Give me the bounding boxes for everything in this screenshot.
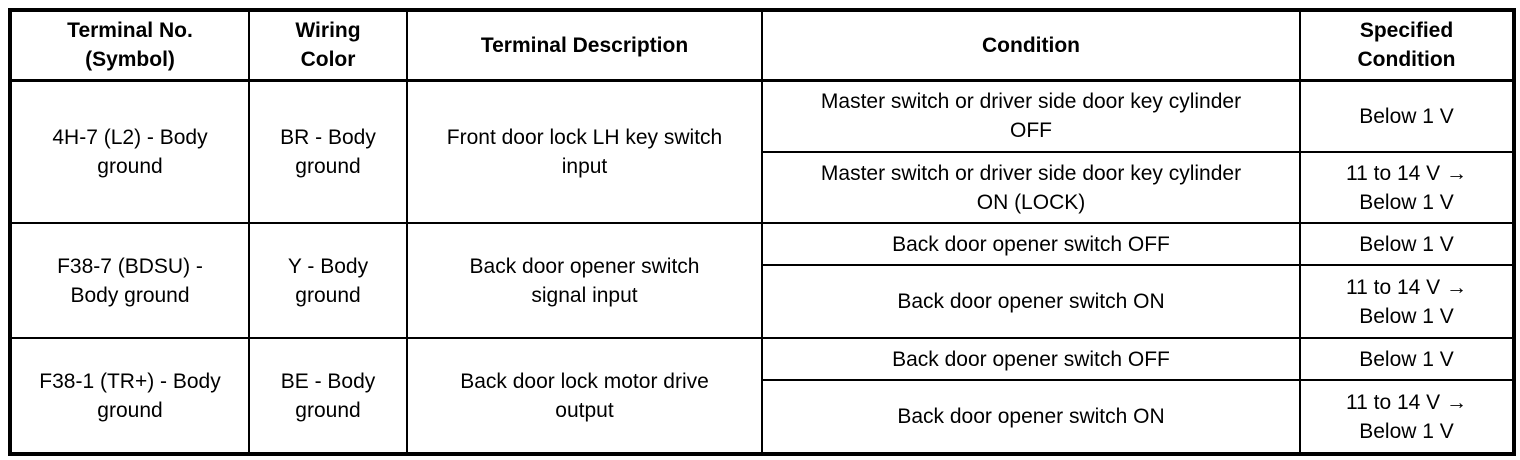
table-row: Master switch or driver side door key cy… [10,151,1515,224]
specified-condition-cell: Below 1 V [1299,79,1515,153]
condition-cell: Back door opener switch OFF [761,222,1301,266]
table-row: 4H-7 (L2) - Body ground BR - Body ground… [9,79,1515,224]
specified-condition-cell: 11 to 14 V → Below 1 V [1299,151,1515,224]
header-terminal-no: Terminal No. (Symbol) [9,9,250,82]
condition-cell: Back door opener switch ON [761,379,1301,455]
terminal-no-cell: F38-7 (BDSU) - Body ground [9,222,250,339]
wiring-color-cell: BR - Body ground [248,79,408,224]
condition-cell: Master switch or driver side door key cy… [761,79,1301,153]
header-terminal-description: Terminal Description [406,9,763,82]
condition-cell: Back door opener switch ON [761,264,1301,339]
terminal-description-cell: Front door lock LH key switch input [406,79,763,224]
specified-condition-cell: 11 to 14 V → Below 1 V [1299,264,1515,339]
table-row: Back door opener switch ON 11 to 14 V → … [10,264,1515,339]
condition-cell: Master switch or driver side door key cy… [761,151,1301,224]
header-specified-condition: Specified Condition [1299,9,1515,82]
header-row: Terminal No. (Symbol) Wiring Color Termi… [9,9,1515,82]
condition-cell: Back door opener switch OFF [761,337,1301,381]
table-row: Back door opener switch ON 11 to 14 V → … [10,379,1515,455]
wiring-color-cell: BE - Body ground [248,337,408,455]
specified-condition-cell: Below 1 V [1299,222,1515,266]
specified-condition-cell: 11 to 14 V → Below 1 V [1299,379,1515,455]
terminal-description-cell: Back door lock motor drive output [406,337,763,455]
table-row: F38-1 (TR+) - Body ground BE - Body grou… [9,337,1515,455]
terminal-no-cell: F38-1 (TR+) - Body ground [9,337,250,455]
table-row: F38-7 (BDSU) - Body ground Y - Body grou… [9,222,1515,339]
header-condition: Condition [761,9,1301,82]
wiring-color-cell: Y - Body ground [248,222,408,339]
terminal-description-cell: Back door opener switch signal input [406,222,763,339]
terminal-inspection-table: Terminal No. (Symbol) Wiring Color Termi… [8,8,1516,456]
specified-condition-cell: Below 1 V [1299,337,1515,381]
terminal-no-cell: 4H-7 (L2) - Body ground [9,79,250,224]
header-wiring-color: Wiring Color [248,9,408,82]
